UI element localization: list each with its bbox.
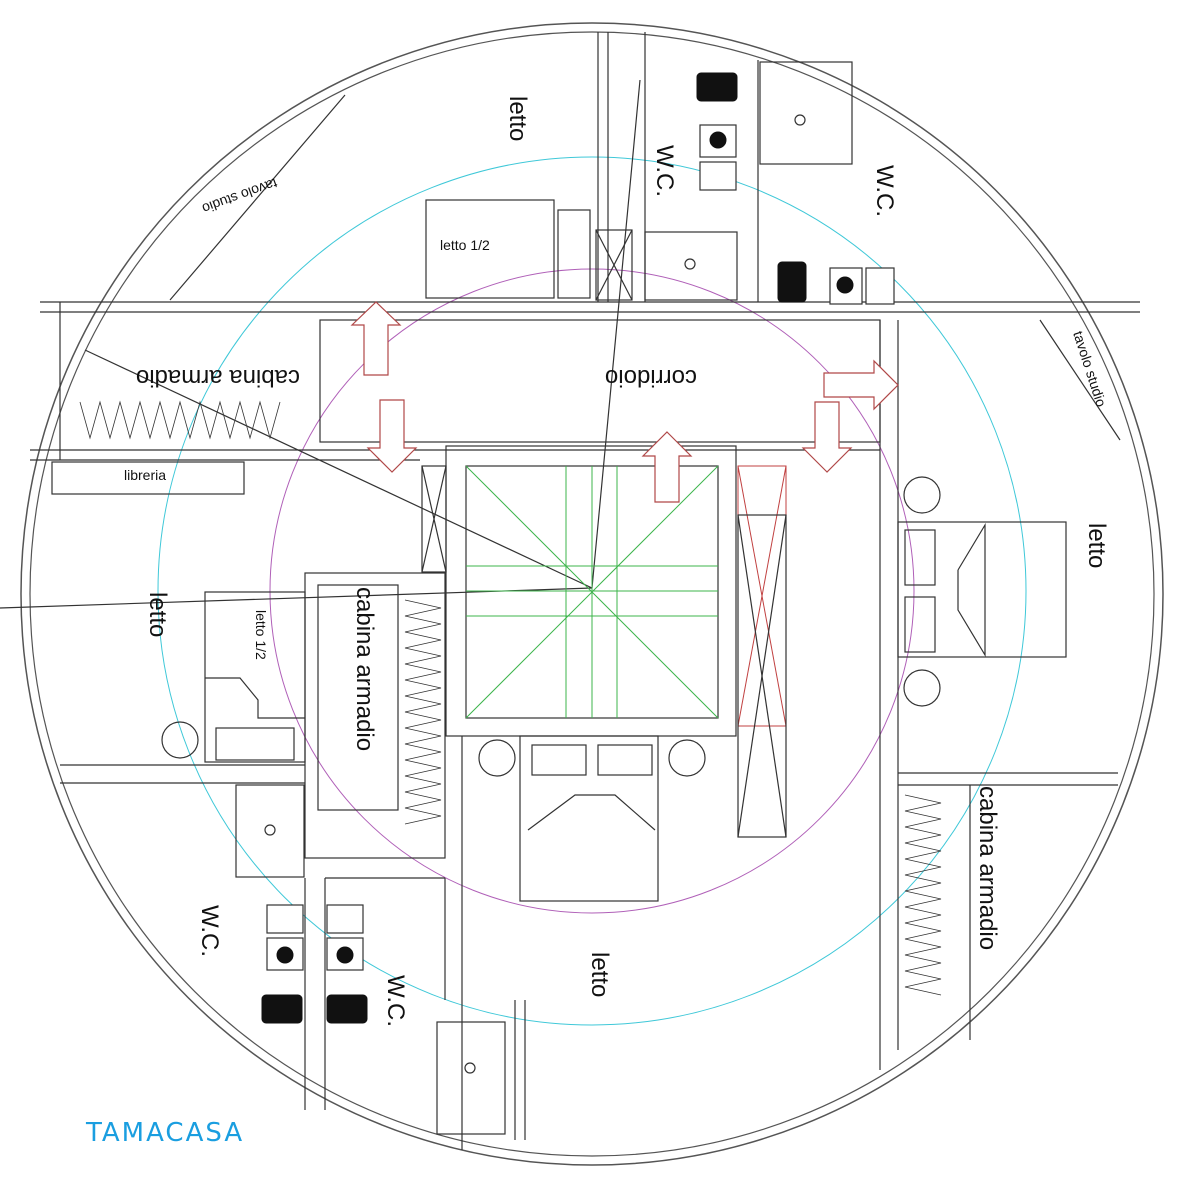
void-box	[737, 465, 787, 838]
cyan-ring	[157, 156, 1027, 1026]
room-label-wc-top-b: W.C.	[871, 165, 898, 217]
brand-logo: TAMACASA	[86, 1118, 245, 1148]
outer-wall-ring-inner	[29, 31, 1155, 1157]
room-label-letto-bottom: letto	[586, 952, 613, 997]
outer-wall-ring	[20, 22, 1164, 1166]
magenta-ring	[269, 268, 915, 914]
direction-arrows	[350, 301, 899, 503]
room-label-cabina-armadio-left: cabina armadio	[136, 364, 300, 391]
room-label-letto-right: letto	[1083, 523, 1110, 568]
room-label-wc-top-a: W.C.	[651, 145, 678, 197]
wardrobe-hangers	[79, 400, 942, 996]
stair-grid	[465, 465, 719, 719]
room-label-wc-bottom-b: W.C.	[382, 975, 409, 1027]
room-label-letto-left: letto	[144, 592, 171, 637]
room-label-letto-top: letto	[504, 96, 531, 141]
toilet-fixtures	[261, 72, 895, 1024]
room-label-letto-half-left: letto 1/2	[253, 610, 269, 660]
room-label-corridoio: corridoio	[605, 364, 697, 391]
room-label-cabina-armadio-center: cabina armadio	[351, 587, 378, 751]
room-label-letto-half-top: letto 1/2	[440, 237, 490, 253]
room-label-wc-bottom-a: W.C.	[196, 905, 223, 957]
room-label-tavolo-studio-left: tavolo studio	[200, 175, 280, 217]
walls	[0, 32, 1140, 1150]
room-label-cabina-armadio-right: cabina armadio	[974, 786, 1001, 950]
room-label-libreria: libreria	[124, 467, 166, 483]
